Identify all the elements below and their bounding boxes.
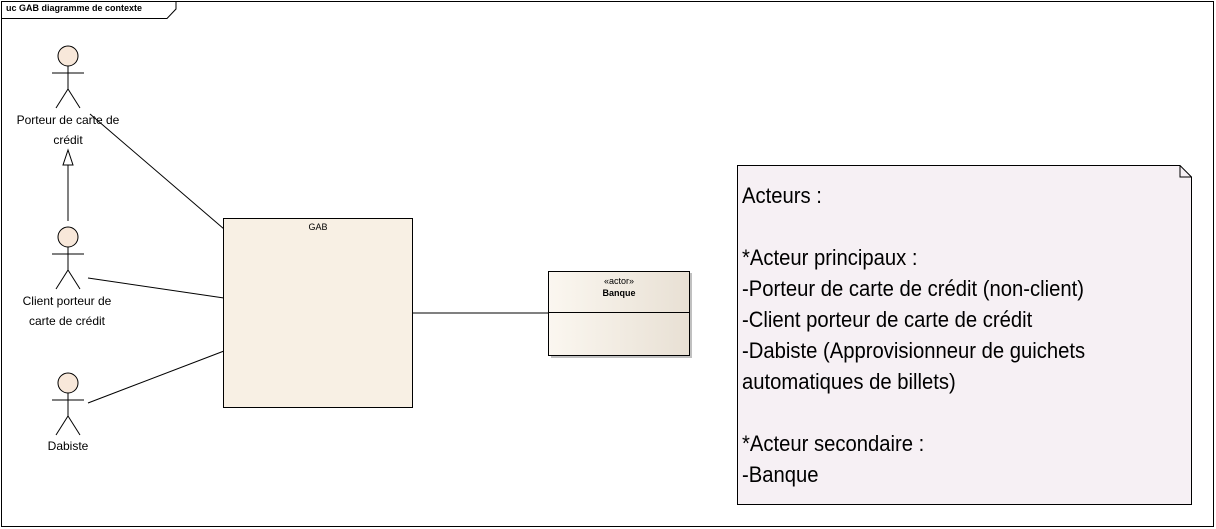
actor-head (57, 372, 79, 394)
note-line: -Client porteur de carte de crédit (742, 307, 1033, 332)
actor-label-porteur[interactable]: Porteur de carte de crédit (0, 110, 136, 150)
actor-porteur-figure[interactable] (52, 45, 84, 109)
note-line (742, 397, 1147, 428)
note-line: -Banque (742, 462, 819, 487)
actor-head (57, 226, 79, 248)
actor-client-figure[interactable] (52, 226, 84, 290)
actor-label-line: Dabiste (47, 439, 89, 453)
note-text: Acteurs : *Acteur principaux : -Porteur … (742, 180, 1182, 490)
system-name-gab: GAB (308, 222, 328, 232)
generalization-arrowhead (62, 148, 74, 166)
banque-box[interactable] (548, 271, 690, 356)
association-client-gab (87, 277, 225, 299)
note-line (742, 211, 1147, 242)
actor-label-dabiste[interactable]: Dabiste (0, 436, 136, 456)
note-line: -Dabiste (Approvisionneur de guichets (742, 338, 1086, 363)
actor-label-client[interactable]: Client porteur de carte de crédit (0, 291, 134, 331)
note-line: Acteurs : (742, 183, 822, 208)
association-porteur-gab (89, 113, 225, 230)
note-shape[interactable] (737, 165, 1192, 505)
note-line: automatiques de billets) (742, 369, 956, 394)
frame-title-tab (1, 1, 177, 19)
association-dabiste-gab (87, 350, 225, 404)
frame-title: uc GAB diagramme de contexte (6, 3, 143, 13)
note-line: *Acteur principaux : (742, 245, 918, 270)
actor-head (57, 45, 79, 67)
note-line: *Acteur secondaire : (742, 431, 925, 456)
actor-dabiste-figure[interactable] (52, 372, 84, 436)
actor-label-line: Client porteur de (22, 294, 112, 308)
banque-stereotype: «actor» (603, 276, 635, 286)
note-line: -Porteur de carte de crédit (non-client) (742, 276, 1084, 301)
note-corner-fold (1179, 165, 1192, 178)
banque-name: Banque (602, 288, 636, 298)
actor-label-line: carte de crédit (28, 314, 106, 328)
system-box-gab[interactable] (223, 218, 413, 408)
actor-label-line: crédit (53, 133, 83, 147)
actor-label-line: Porteur de carte de (16, 113, 120, 127)
